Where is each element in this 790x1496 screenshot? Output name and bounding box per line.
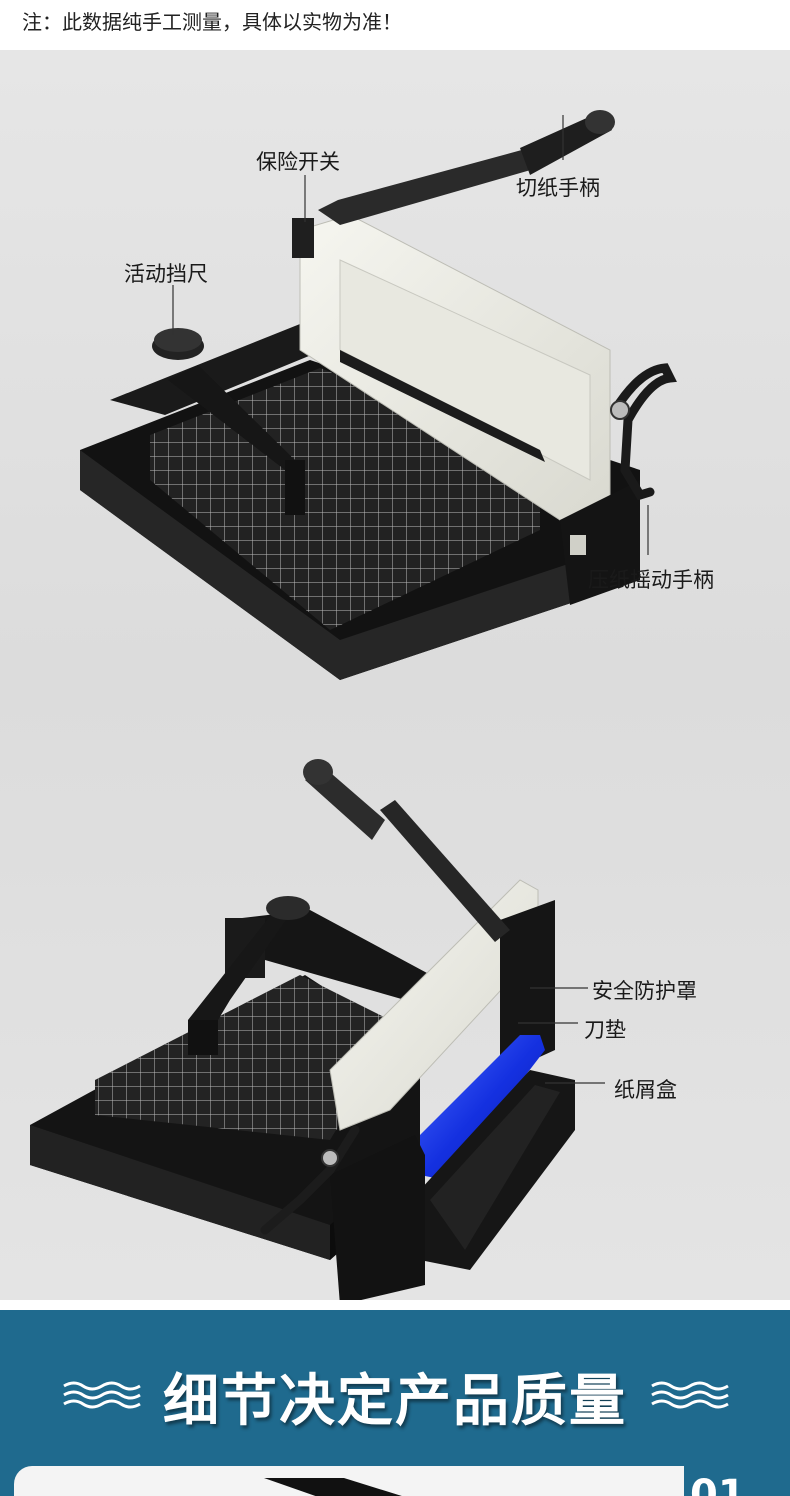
card-handle-preview (264, 1478, 402, 1496)
detail-number-tab (684, 1466, 778, 1496)
wave-right-icon (651, 1381, 729, 1409)
product-photo-area: 保险开关 切纸手柄 活动挡尺 压纸摇动手柄 安全防护罩 刀垫 纸屑盒 (0, 50, 790, 1300)
detail-card (14, 1466, 778, 1496)
callout-movable-stop: 活动挡尺 (124, 262, 208, 286)
notice-text: 注：此数据纯手工测量，具体以实物为准！ (22, 10, 402, 34)
callout-cutting-handle: 切纸手柄 (516, 176, 600, 200)
section-gap (0, 1300, 790, 1310)
bottom-callout-lines (518, 987, 605, 1084)
detail-number: 01 (690, 1472, 746, 1496)
callout-scrap-box: 纸屑盒 (614, 1078, 677, 1102)
banner-title: 细节决定产品质量 (163, 1369, 627, 1434)
notice-bar: 注：此数据纯手工测量，具体以实物为准！ (0, 0, 790, 50)
wave-left-icon (63, 1381, 141, 1409)
detail-banner: 细节决定产品质量 01 (0, 1310, 790, 1496)
paper-cutter-illustrations (30, 110, 677, 1300)
top-cutter-machine (80, 110, 677, 680)
bottom-cutter-machine (30, 759, 575, 1300)
callout-press-crank: 压纸摇动手柄 (588, 568, 714, 592)
callout-safety-switch: 保险开关 (256, 150, 340, 174)
callout-safety-guard: 安全防护罩 (592, 979, 697, 1003)
callout-blade-pad: 刀垫 (584, 1018, 626, 1042)
top-callout-lines (172, 115, 649, 555)
